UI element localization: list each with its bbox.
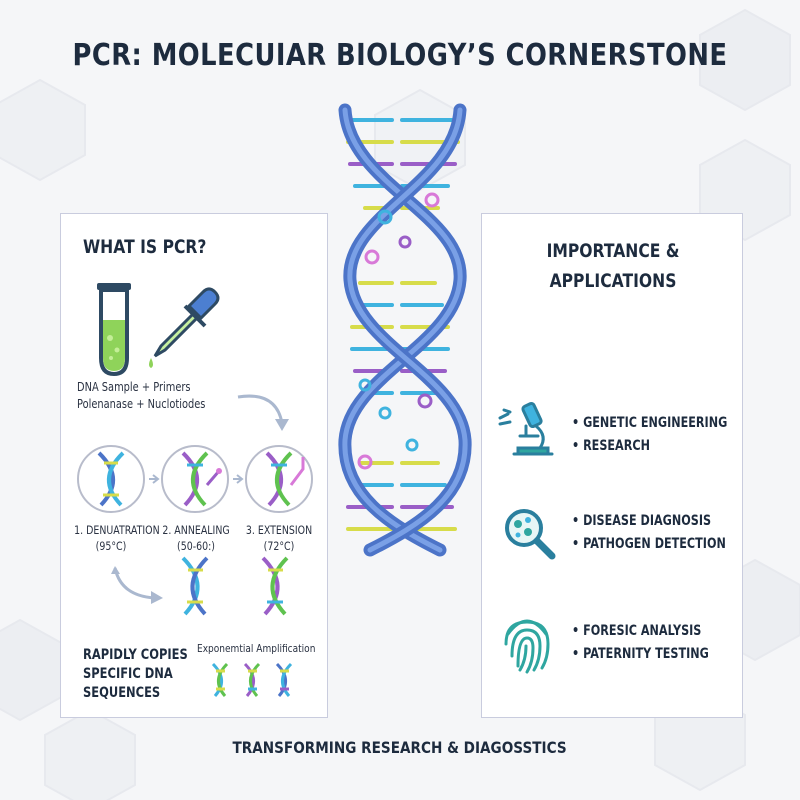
applications-panel: IMPORTANCE & APPLICATIONS GENETIC ENGINE… xyxy=(481,213,743,718)
application-paternity-testing: PATERNITY TESTING xyxy=(572,643,709,666)
curved-arrow-icon xyxy=(237,394,289,431)
what-is-pcr-panel: WHAT IS PCR? DNA Sample + Primers Polena… xyxy=(60,213,328,718)
copied-dna-icons xyxy=(181,556,289,616)
step-2-name: 2. ANNEALING xyxy=(162,523,230,537)
rapid-copies-text: RAPIDLY COPIES SPECIFIC DNA SEQUENCES xyxy=(83,646,211,703)
step-extension-icon xyxy=(245,445,313,513)
step-1-temp: (95°C) xyxy=(95,539,127,553)
reagents-text: DNA Sample + Primers Polenanase + Nuclot… xyxy=(77,379,205,413)
step-1-name: 1. DENUATRATION xyxy=(74,523,160,537)
amplified-dna-icons xyxy=(211,662,293,697)
rapid-line-1: RAPIDLY COPIES xyxy=(83,647,188,663)
footer-tagline: TRANSFORMING RESEARCH & DIAGOSSTICS xyxy=(0,738,800,757)
application-research: RESEARCH xyxy=(572,435,727,458)
fingerprint-icon xyxy=(504,619,550,674)
reagents-line-1: DNA Sample + Primers xyxy=(77,380,191,394)
applications-heading-line-1: IMPORTANCE & xyxy=(546,240,680,262)
applications-group-2: DISEASE DIAGNOSIS PATHOGEN DETECTION xyxy=(572,510,764,556)
application-genetic-engineering: GENETIC ENGINEERING xyxy=(572,412,727,435)
application-pathogen-detection: PATHOGEN DETECTION xyxy=(572,533,726,556)
step-3-name: 3. EXTENSION xyxy=(245,523,313,537)
reagents-line-2: Polenanase + Nuclotiodes xyxy=(77,397,206,411)
step-2-label: 2. ANNEALING (50-60:) xyxy=(151,522,241,554)
applications-heading: IMPORTANCE & APPLICATIONS xyxy=(482,236,744,296)
rapid-line-3: SEQUENCES xyxy=(83,685,161,701)
dropper-icon xyxy=(149,287,220,368)
step-3-label: 3. EXTENSION (72°C) xyxy=(234,522,324,554)
what-is-pcr-heading: WHAT IS PCR? xyxy=(83,236,207,258)
step-3-temp: (72°C) xyxy=(263,539,295,553)
applications-group-1: GENETIC ENGINEERING RESEARCH xyxy=(572,412,766,458)
application-forensic-analysis: FORESIC ANALYSIS xyxy=(572,620,709,643)
helix-nodes xyxy=(357,192,440,470)
helix-strands xyxy=(338,103,472,557)
exponential-amplification-label: Exponemtial Amplification xyxy=(197,642,316,655)
applications-heading-line-2: APPLICATIONS xyxy=(549,270,677,292)
magnifier-icon xyxy=(505,509,556,560)
step-annealing-icon xyxy=(161,445,229,513)
step-1-label: 1. DENUATRATION (95°C) xyxy=(66,522,160,554)
dna-double-helix xyxy=(338,103,472,557)
applications-group-3: FORESIC ANALYSIS PATERNITY TESTING xyxy=(572,620,743,666)
pcr-steps-diagram xyxy=(77,445,313,513)
footer-text: TRANSFORMING RESEARCH & DIAGOSSTICS xyxy=(232,738,568,757)
application-disease-diagnosis: DISEASE DIAGNOSIS xyxy=(572,510,726,533)
step-2-temp: (50-60:) xyxy=(177,539,215,553)
test-tube-icon xyxy=(97,283,131,377)
rapid-line-2: SPECIFIC DNA xyxy=(83,666,173,682)
microscope-icon xyxy=(498,401,554,456)
step-denaturation-icon xyxy=(77,445,145,513)
cycle-arrow-icon xyxy=(111,566,163,604)
page-title: PCR: MOLECUIAR BIOLOGY’S CORNERSTONE xyxy=(72,38,728,73)
